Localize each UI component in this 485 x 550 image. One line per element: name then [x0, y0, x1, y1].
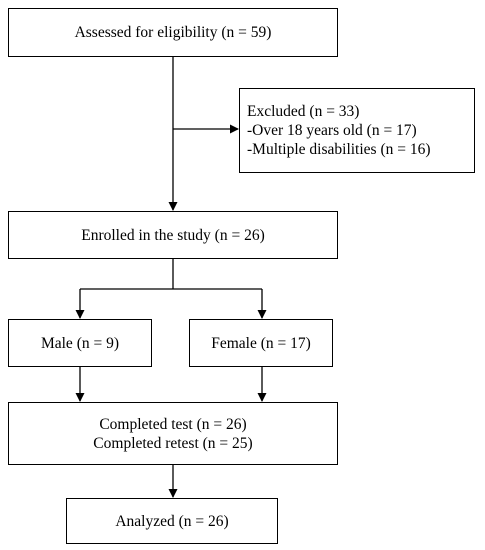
enrolled-box: Enrolled in the study (n = 26) [8, 211, 338, 259]
excluded-title: Excluded (n = 33) [247, 103, 360, 120]
analyzed-box: Analyzed (n = 26) [66, 498, 278, 544]
completed-test-label: Completed test (n = 26) [99, 415, 247, 433]
completed-box: Completed test (n = 26) Completed retest… [8, 402, 338, 465]
analyzed-label: Analyzed (n = 26) [115, 512, 229, 530]
excluded-reason-age: -Over 18 years old (n = 17) [247, 122, 417, 139]
assessed-label: Assessed for eligibility (n = 59) [74, 24, 272, 41]
excluded-box: Excluded (n = 33) -Over 18 years old (n … [239, 88, 475, 173]
female-box: Female (n = 17) [189, 319, 333, 367]
female-label: Female (n = 17) [211, 334, 311, 352]
male-box: Male (n = 9) [8, 319, 152, 367]
male-label: Male (n = 9) [40, 334, 120, 352]
enrolled-label: Enrolled in the study (n = 26) [81, 226, 265, 244]
assessed-box: Assessed for eligibility (n = 59) [8, 8, 338, 57]
completed-retest-label: Completed retest (n = 25) [93, 434, 253, 452]
excluded-reason-disabilities: -Multiple disabilities (n = 16) [247, 141, 431, 158]
